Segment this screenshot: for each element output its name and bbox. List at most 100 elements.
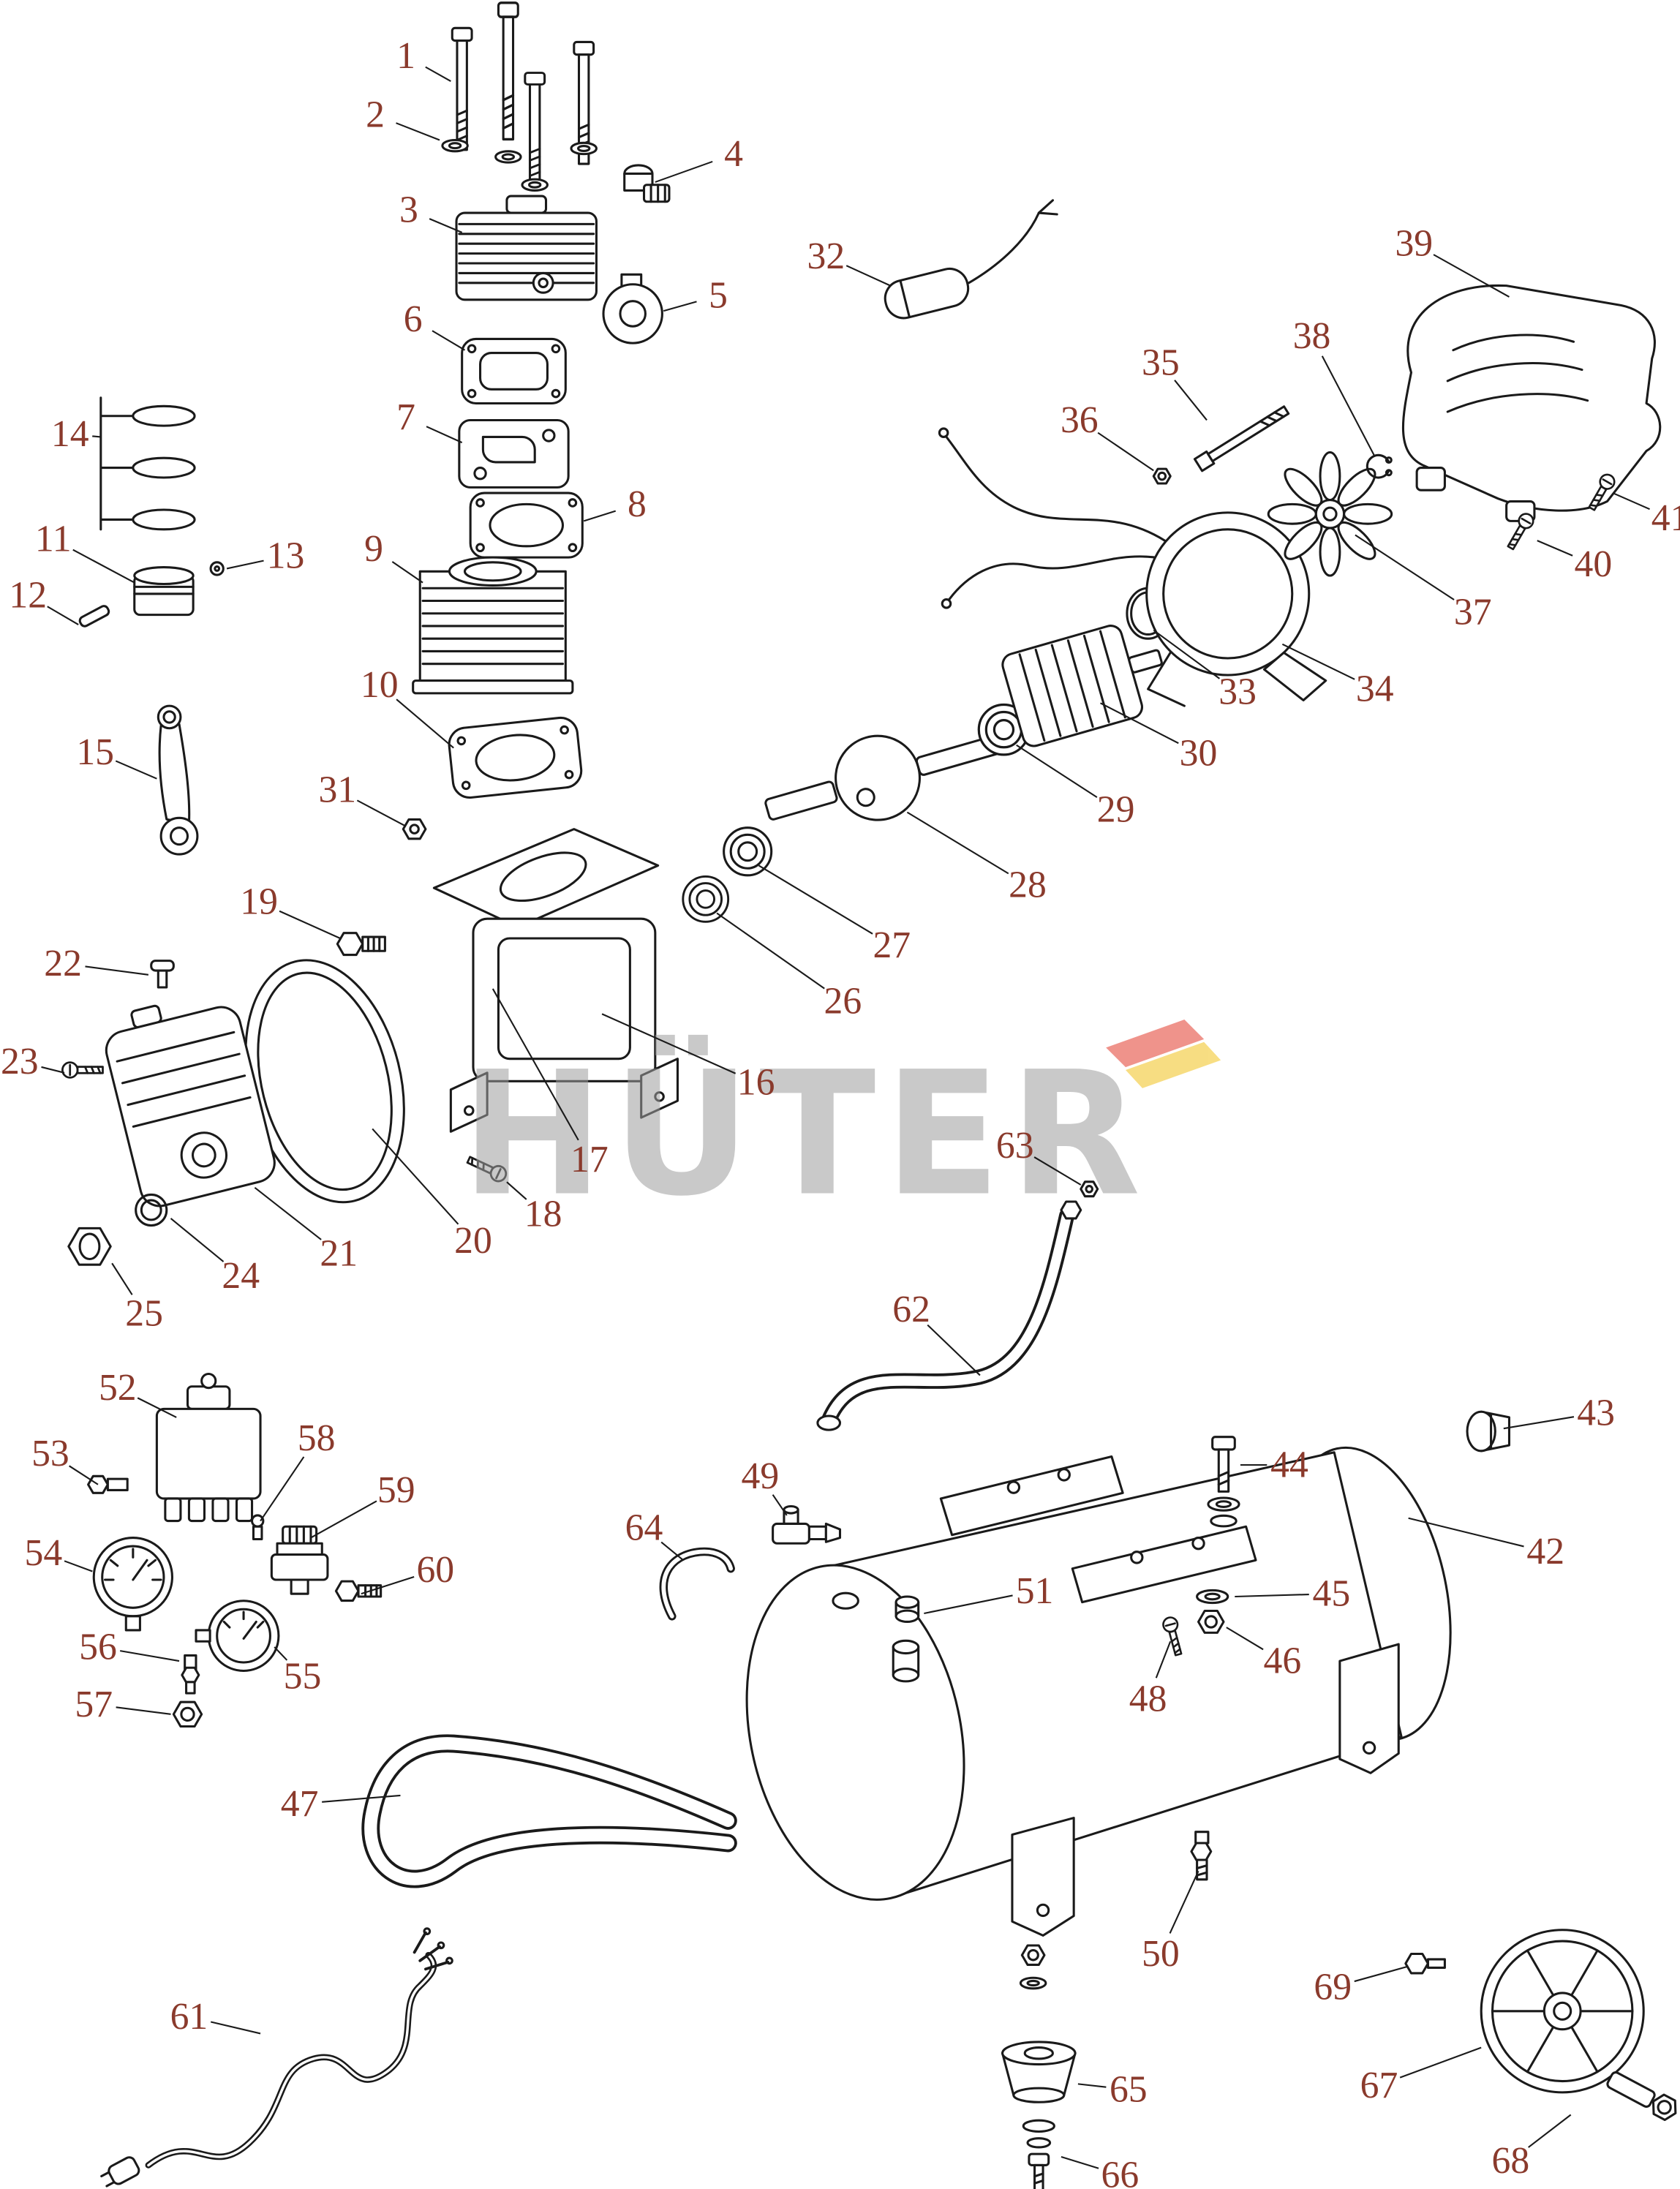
- leader-line-62: [927, 1324, 981, 1376]
- leader-line-10: [396, 698, 454, 749]
- leader-line-27: [758, 864, 873, 935]
- part-tank: [745, 1446, 1452, 1901]
- part-small-pipe: [659, 1547, 735, 1621]
- callout-59: 59: [377, 1469, 415, 1511]
- part-gauge-small: [195, 1600, 280, 1673]
- callout-17: 17: [570, 1139, 609, 1180]
- callout-3: 3: [399, 189, 418, 231]
- callout-55: 55: [284, 1656, 322, 1698]
- leader-line-36: [1097, 432, 1154, 472]
- part-cylinder: [412, 556, 574, 695]
- part-rubber-foot: [1001, 2041, 1077, 2103]
- leader-line-6: [432, 330, 466, 351]
- callout-19: 19: [240, 881, 278, 923]
- part-drain-plug: [67, 1227, 112, 1266]
- callout-1: 1: [396, 35, 415, 77]
- callout-16: 16: [737, 1062, 775, 1104]
- part-discharge-pipe: [816, 1200, 1082, 1431]
- callout-60: 60: [416, 1549, 454, 1591]
- part-plate-washer: [1196, 1589, 1229, 1605]
- leader-line-45: [1235, 1593, 1309, 1598]
- leader-line-51: [924, 1594, 1013, 1615]
- callout-21: 21: [320, 1232, 358, 1274]
- part-valve-plate: [458, 418, 570, 489]
- part-piston-pin: [78, 605, 110, 628]
- callout-53: 53: [31, 1433, 69, 1474]
- leader-line-59: [310, 1500, 377, 1539]
- callout-11: 11: [35, 519, 72, 560]
- leader-line-17: [491, 988, 579, 1141]
- leader-line-47: [322, 1794, 401, 1803]
- leader-line-26: [716, 912, 825, 990]
- part-crankcase: [432, 828, 679, 1133]
- leader-line-64: [660, 1541, 684, 1561]
- callout-67: 67: [1360, 2065, 1398, 2106]
- part-tank-ports: [892, 1595, 920, 1683]
- part-tank-plug: [1466, 1410, 1511, 1453]
- callout-58: 58: [298, 1417, 336, 1459]
- callout-42: 42: [1526, 1531, 1564, 1572]
- part-piston: [133, 566, 195, 617]
- part-foot-bolt: [1022, 2119, 1055, 2189]
- part-axle-nut: [1404, 1952, 1446, 1975]
- leader-line-48: [1155, 1640, 1172, 1679]
- leader-line-4: [655, 160, 713, 183]
- callout-34: 34: [1356, 668, 1394, 710]
- callout-64: 64: [625, 1507, 663, 1549]
- callout-5: 5: [709, 275, 728, 317]
- leader-line-41: [1612, 492, 1650, 510]
- leader-line-32: [845, 265, 891, 287]
- leader-line-43: [1503, 1416, 1575, 1430]
- leader-line-21: [254, 1187, 322, 1240]
- part-motor-wires: [938, 427, 1172, 609]
- part-wheel: [1480, 1929, 1645, 2094]
- leader-line-15: [115, 760, 157, 780]
- part-crankshaft: [764, 731, 1023, 821]
- part-pipe-nut: [1080, 1180, 1099, 1198]
- leader-line-7: [426, 426, 463, 444]
- leader-line-31: [356, 799, 407, 827]
- leader-line-58: [260, 1456, 305, 1522]
- leader-line-67: [1399, 2046, 1482, 2079]
- callout-65: 65: [1110, 2069, 1148, 2111]
- part-mounting-plates: [939, 1455, 1257, 1604]
- huter-watermark: HÜTER: [461, 1020, 1221, 1235]
- leader-line-54: [64, 1560, 93, 1572]
- callout-63: 63: [996, 1125, 1034, 1167]
- leader-line-53: [69, 1465, 99, 1485]
- leader-line-34: [1281, 643, 1355, 680]
- callout-22: 22: [44, 943, 82, 984]
- leader-line-49: [772, 1494, 788, 1516]
- part-gauge-fitting: [181, 1654, 200, 1695]
- leader-line-19: [279, 910, 341, 939]
- leader-line-25: [111, 1262, 133, 1295]
- callout-50: 50: [1142, 1933, 1180, 1975]
- leader-line-38: [1321, 355, 1376, 457]
- part-crankcase-cover: [105, 1004, 276, 1207]
- leader-line-46: [1226, 1627, 1264, 1651]
- part-cylinder-gasket: [469, 491, 584, 559]
- part-pin-clip: [209, 561, 225, 576]
- leader-line-60: [361, 1575, 415, 1595]
- leader-line-18: [506, 1181, 527, 1200]
- callout-31: 31: [318, 769, 356, 811]
- callout-13: 13: [267, 535, 305, 577]
- part-leg-washer: [1019, 1976, 1047, 1990]
- leader-line-37: [1355, 534, 1455, 600]
- callout-69: 69: [1314, 1967, 1352, 2008]
- leader-line-1: [425, 66, 451, 82]
- part-base-gasket: [448, 716, 583, 799]
- leader-line-42: [1408, 1517, 1524, 1548]
- part-pressure-switch: [155, 1372, 262, 1523]
- callout-9: 9: [364, 528, 383, 570]
- part-small-fitting: [251, 1514, 265, 1541]
- part-cylinder-head: [455, 195, 598, 301]
- leader-line-13: [226, 560, 264, 570]
- leader-line-63: [1033, 1156, 1082, 1186]
- part-rotor: [1001, 625, 1163, 747]
- callout-48: 48: [1129, 1678, 1167, 1719]
- leader-line-52: [137, 1397, 177, 1418]
- callout-38: 38: [1293, 315, 1331, 357]
- callout-54: 54: [25, 1532, 63, 1574]
